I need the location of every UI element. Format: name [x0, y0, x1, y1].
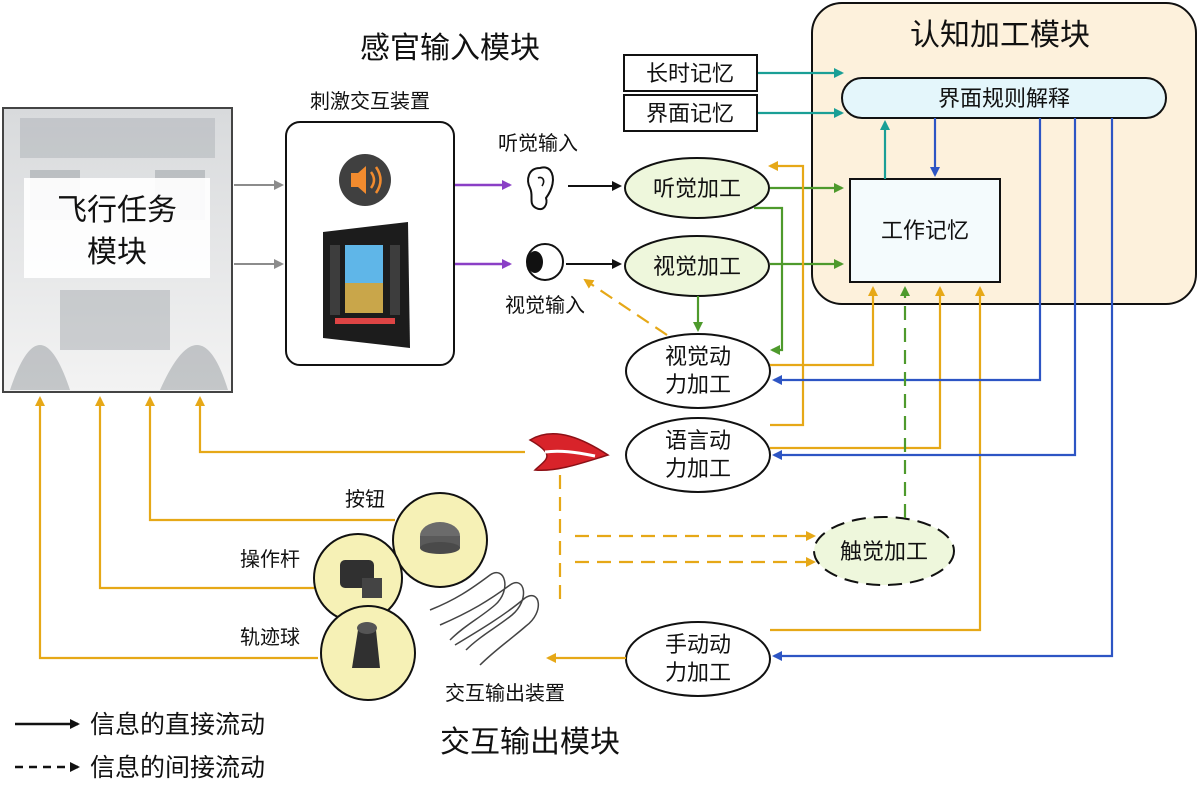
interface-rule-label: 界面规则解释 — [938, 87, 1070, 112]
interaction-output-module-title: 交互输出模块 — [440, 725, 620, 760]
tactile-processing-node: 触觉加工 — [813, 516, 955, 586]
visual-processing-label: 视觉加工 — [653, 255, 741, 280]
trackball-device — [320, 605, 416, 701]
manual-motor-label-2: 力加工 — [665, 661, 731, 686]
stimulus-device-label: 刺激交互装置 — [310, 89, 430, 113]
arrow-rule-to-visual-motor — [772, 118, 1042, 385]
gesture-hand-icon — [429, 572, 540, 666]
flight-task-label-1: 飞行任务 — [57, 193, 177, 228]
speech-motor-node: 语言动 力加工 — [625, 417, 771, 493]
flight-task-label-2: 模块 — [87, 235, 147, 270]
long-term-memory: 长时记忆 — [623, 54, 758, 92]
auditory-processing-label: 听觉加工 — [653, 177, 741, 202]
trackball-label: 轨迹球 — [240, 625, 300, 649]
joystick-device — [313, 533, 403, 623]
button-label: 按钮 — [345, 487, 385, 511]
arrow-speech-motor-to-wm — [770, 286, 945, 450]
working-memory-label: 工作记忆 — [881, 219, 969, 244]
arrow-joystick-to-task — [95, 396, 318, 590]
arrow-visual-motor-to-eye — [583, 278, 668, 336]
manual-motor-node: 手动动 力加工 — [625, 621, 771, 697]
button-device — [392, 492, 488, 588]
arrow-manual-motor-to-wm — [770, 286, 985, 632]
arrow-button-to-task — [145, 396, 395, 522]
output-device-label: 交互输出装置 — [445, 681, 565, 705]
interface-memory: 界面记忆 — [623, 94, 758, 132]
arrow-rule-to-speech-motor — [772, 118, 1077, 460]
speech-motor-label-2: 力加工 — [665, 457, 731, 482]
visual-processing-node: 视觉加工 — [624, 235, 770, 297]
working-memory: 工作记忆 — [849, 178, 1001, 283]
arrow-trackball-to-task — [35, 396, 318, 660]
stimulus-device — [285, 121, 455, 366]
sensory-input-module-title: 感官输入模块 — [360, 31, 540, 66]
display-panel-icon — [323, 222, 410, 348]
arrow-mouth-to-task — [195, 396, 525, 454]
visual-motor-label-1: 视觉动 — [665, 345, 731, 370]
arrow-auditory-to-visual-motor — [754, 206, 784, 355]
visual-motor-node: 视觉动 力加工 — [625, 333, 771, 409]
tactile-processing-label: 触觉加工 — [840, 540, 928, 565]
auditory-processing-node: 听觉加工 — [624, 157, 770, 219]
cognitive-processing-module: 认知加工模块 界面规则解释 工作记忆 — [811, 2, 1197, 305]
legend-direct-label: 信息的直接流动 — [90, 710, 265, 739]
legend: 信息的直接流动 信息的间接流动 — [15, 710, 265, 782]
long-term-memory-label: 长时记忆 — [646, 62, 734, 87]
auditory-input-label: 听觉输入 — [498, 131, 578, 155]
arrow-visual-motor-to-wm — [770, 286, 878, 367]
cognitive-module-title: 认知加工模块 — [910, 18, 1090, 53]
manual-motor-label-1: 手动动 — [665, 633, 731, 658]
flight-task-module: 飞行任务 模块 — [2, 107, 233, 393]
speaker-icon — [339, 154, 391, 206]
visual-input-label: 视觉输入 — [505, 293, 585, 317]
eye-icon — [526, 243, 564, 281]
joystick-label: 操作杆 — [240, 547, 300, 571]
speech-motor-label-1: 语言动 — [665, 429, 731, 454]
interface-memory-label: 界面记忆 — [646, 102, 734, 127]
ear-icon — [527, 166, 554, 210]
mouth-icon — [528, 433, 610, 471]
arrow-speech-motor-to-auditory — [768, 161, 805, 427]
arrow-rule-to-manual-motor — [772, 118, 1114, 661]
interface-rule-interpretation: 界面规则解释 — [841, 77, 1167, 119]
visual-motor-label-2: 力加工 — [665, 373, 731, 398]
legend-indirect-label: 信息的间接流动 — [90, 753, 265, 782]
